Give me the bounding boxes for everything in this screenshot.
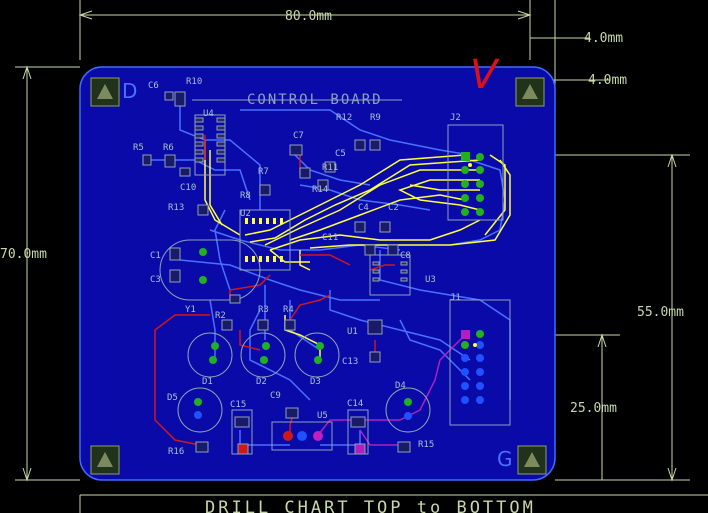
refdes: R9 [370, 113, 381, 123]
refdes: C3 [150, 275, 161, 285]
dim-55: 55.0mm [637, 305, 684, 320]
refdes: R16 [168, 447, 184, 457]
refdes: C8 [400, 251, 411, 261]
dim-4a: 4.0mm [584, 31, 623, 46]
refdes: R11 [322, 163, 338, 173]
refdes: Y1 [185, 305, 196, 315]
refdes: C5 [335, 149, 346, 159]
refdes: C1 [150, 251, 161, 261]
refdes: C6 [148, 81, 159, 91]
refdes: R8 [240, 191, 251, 201]
refdes: R12 [336, 113, 352, 123]
refdes: C13 [342, 357, 358, 367]
refdes: R14 [312, 185, 328, 195]
refdes: R5 [133, 143, 144, 153]
corner-label-g: G [497, 447, 513, 471]
refdes: C9 [270, 391, 281, 401]
refdes: R6 [163, 143, 174, 153]
refdes: D4 [395, 381, 406, 391]
refdes: J2 [450, 113, 461, 123]
vias [468, 163, 477, 347]
refdes: C14 [347, 399, 363, 409]
refdes: U5 [317, 411, 328, 421]
refdes: U4 [203, 109, 214, 119]
refdes: C2 [388, 203, 399, 213]
dim-height-left: 70.0mm [0, 247, 47, 262]
refdes: D2 [256, 377, 267, 387]
refdes-labels: C6 R10 U4 R12 R9 J2 R5 R6 C7 C5 R7 R11 C… [133, 77, 461, 457]
dim-25: 25.0mm [570, 401, 617, 416]
review-mark: V [470, 52, 500, 98]
dim-width-top: 80.0mm [285, 9, 332, 24]
refdes: R10 [186, 77, 202, 87]
refdes: U3 [425, 275, 436, 285]
refdes: D3 [310, 377, 321, 387]
refdes: C10 [180, 183, 196, 193]
refdes: R2 [215, 311, 226, 321]
mounting-holes[interactable] [90, 77, 547, 475]
dimension-lines [15, 0, 708, 513]
refdes: U1 [347, 327, 358, 337]
traces-top-yellow [204, 140, 511, 360]
dimension-labels: 80.0mm 70.0mm 55.0mm 25.0mm 4.0mm 4.0mm … [0, 9, 684, 513]
refdes: D1 [202, 377, 213, 387]
refdes: R13 [168, 203, 184, 213]
refdes: C11 [322, 233, 338, 243]
refdes: C15 [230, 400, 246, 410]
refdes: R3 [258, 305, 269, 315]
dim-4b: 4.0mm [588, 73, 627, 88]
smd-pads[interactable] [142, 91, 411, 455]
through-hole-pads[interactable] [194, 152, 484, 441]
corner-label-d: D [122, 79, 137, 103]
refdes: R4 [283, 305, 294, 315]
drill-chart-label: DRILL CHART TOP to BOTTOM [205, 498, 536, 513]
refdes: C4 [358, 203, 369, 213]
ic-pads[interactable] [194, 117, 408, 282]
refdes: U2 [240, 209, 251, 219]
refdes: D5 [167, 393, 178, 403]
refdes: J1 [450, 293, 461, 303]
board-title: CONTROL BOARD [247, 92, 383, 108]
refdes: C7 [293, 131, 304, 141]
refdes: R7 [258, 167, 269, 177]
refdes: R15 [418, 440, 434, 450]
